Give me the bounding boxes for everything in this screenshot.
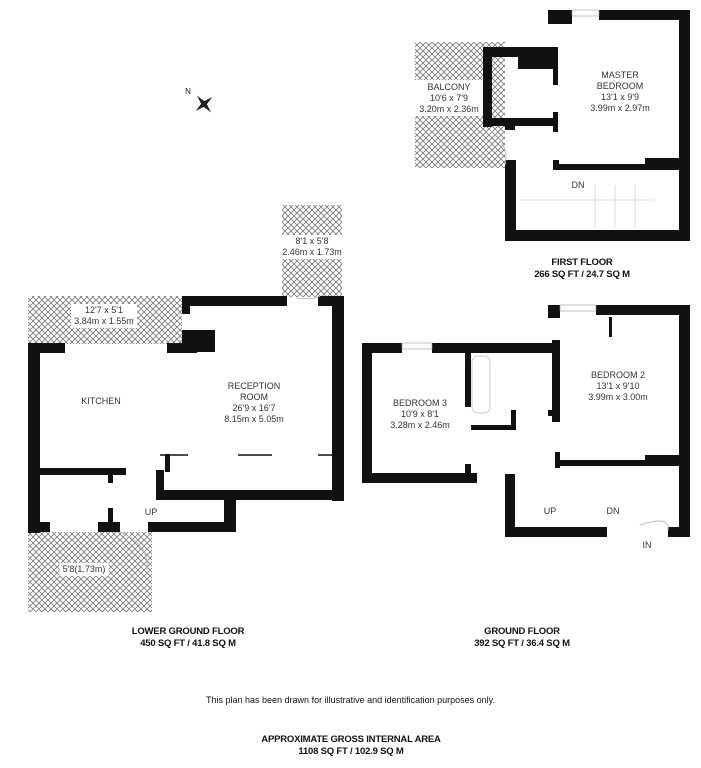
room-name: RECEPTION (227, 381, 281, 391)
stairs-down-label: DN (606, 506, 620, 516)
lower-ground-floor-plan (28, 205, 344, 612)
entrance-label: IN (642, 540, 652, 550)
balcony-label: BALCONY 10'6 x 7'9 3.20m x 2.36m (419, 82, 479, 115)
first-floor-plan (415, 9, 690, 241)
room-metric: 8.15m x 5.05m (224, 414, 284, 424)
floor-area: 450 SQ FT / 41.8 SQ M (140, 638, 236, 649)
room-metric: 3.20m x 2.36m (419, 104, 479, 114)
floor-title: FIRST FLOOR (551, 257, 613, 268)
room-name-line2: BEDROOM (596, 81, 644, 91)
room-metric: 2.46m x 1.73m (282, 247, 342, 257)
room-metric: 3.99m x 2.97m (590, 103, 650, 113)
disclaimer: This plan has been drawn for illustrativ… (206, 695, 495, 705)
room-imperial: 10'6 x 7'9 (430, 93, 468, 103)
terrace-label: 12'7 x 5'1 3.84m x 1.55m (71, 304, 137, 328)
room-metric: 3.84m x 1.55m (74, 316, 134, 326)
room-imperial: 8'1 x 5'8 (295, 236, 329, 246)
floor-area: 392 SQ FT / 36.4 SQ M (474, 638, 570, 649)
gross-area-value: 1108 SQ FT / 102.9 SQ M (298, 746, 404, 757)
compass-icon (195, 95, 213, 113)
room-imperial: 12'7 x 5'1 (85, 305, 123, 315)
gross-area: APPROXIMATE GROSS INTERNAL AREA 1108 SQ … (261, 734, 441, 758)
first-floor-title: FIRST FLOOR 266 SQ FT / 24.7 SQ M (534, 257, 630, 281)
room-metric: 3.99m x 3.00m (588, 392, 648, 402)
room-metric: 3.28m x 2.46m (390, 420, 450, 430)
room-name-line2: ROOM (240, 392, 268, 402)
stairs-up-label: UP (144, 507, 158, 517)
kitchen-label: KITCHEN (81, 396, 121, 406)
floor-title: LOWER GROUND FLOOR (131, 626, 245, 637)
master-bedroom-label: MASTER BEDROOM 13'1 x 9'9 3.99m x 2.97m (590, 70, 650, 114)
bedroom-2-label: BEDROOM 2 13'1 x 9'10 3.99m x 3.00m (588, 370, 648, 403)
lower-ground-floor-title: LOWER GROUND FLOOR 450 SQ FT / 41.8 SQ M (132, 626, 245, 650)
floor-title: GROUND FLOOR (484, 626, 560, 637)
room-name: BEDROOM 2 (590, 370, 645, 380)
room-imperial: 13'1 x 9'10 (596, 381, 640, 391)
ground-floor-title: GROUND FLOOR 392 SQ FT / 36.4 SQ M (474, 626, 570, 650)
ground-floor-plan (362, 304, 690, 537)
stairs-up-label: UP (543, 506, 557, 516)
room-name: BALCONY (427, 82, 471, 92)
compass-north-label: N (185, 87, 191, 96)
floor-area: 266 SQ FT / 24.7 SQ M (534, 269, 630, 280)
room-name: MASTER (601, 70, 639, 80)
reception-room-label: RECEPTION ROOM 26'9 x 16'7 8.15m x 5.05m (224, 381, 284, 425)
stairs-down-label: DN (571, 180, 585, 190)
bedroom-3-label: BEDROOM 3 10'9 x 8'1 3.28m x 2.46m (390, 398, 450, 431)
patio-label: 8'1 x 5'8 2.46m x 1.73m (279, 235, 345, 259)
room-name: BEDROOM 3 (392, 398, 447, 408)
room-imperial: 10'9 x 8'1 (401, 409, 439, 419)
room-imperial: 13'1 x 9'9 (601, 92, 639, 102)
room-imperial: 26'9 x 16'7 (232, 403, 276, 413)
front-area-label: 5'8(1.73m) (59, 563, 109, 576)
gross-area-title: APPROXIMATE GROSS INTERNAL AREA (261, 734, 441, 745)
